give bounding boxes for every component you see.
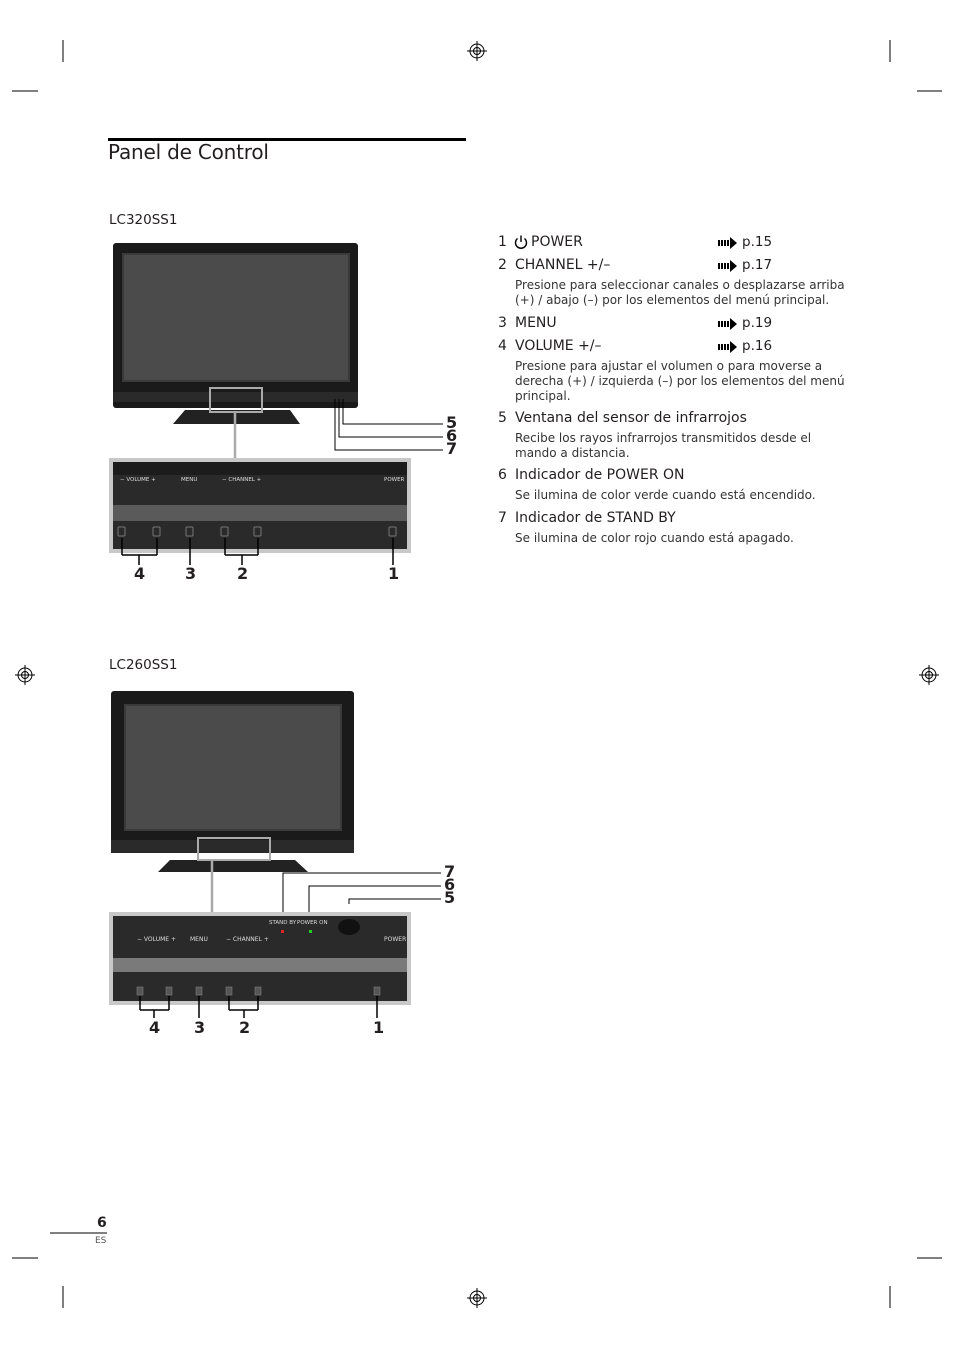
panel2-standby-label: STAND BY xyxy=(269,920,297,926)
item-6-label: Indicador de POWER ON xyxy=(515,467,685,483)
registration-mark-bottom xyxy=(467,1288,487,1308)
panel1-callout-2: 2 xyxy=(237,564,249,583)
item-4-label: VOLUME +/– xyxy=(515,338,602,354)
panel2-volume-label: − VOLUME + xyxy=(137,936,176,943)
item-5-label: Ventana del sensor de infrarrojos xyxy=(515,410,747,426)
item-1-number: 1 xyxy=(498,234,507,250)
panel1-channel-label: − CHANNEL + xyxy=(222,477,262,483)
panel2-menu-label: MENU xyxy=(190,936,208,943)
panel2-poweron-label: POWER ON xyxy=(297,920,328,926)
panel1-callout-5: 5 xyxy=(446,413,458,432)
control-panel-lc260ss1 xyxy=(109,912,411,1018)
tv-illustration-lc320ss1 xyxy=(113,243,443,458)
item-2-label: CHANNEL +/– xyxy=(515,257,611,273)
arrow-icon-p15 xyxy=(718,237,737,249)
language-code: ES xyxy=(95,1236,107,1246)
panel1-callout-6: 6 xyxy=(446,426,458,445)
panel2-callout-5: 5 xyxy=(444,888,456,907)
registration-mark-left xyxy=(15,665,35,685)
item-4-description: Presione para ajustar el volumen o para … xyxy=(515,359,845,403)
model-label-lc320ss1: LC320SS1 xyxy=(109,212,178,228)
item-4-page-ref: p.16 xyxy=(742,338,773,354)
tv-illustration-lc260ss1 xyxy=(111,691,441,918)
panel1-callout-1: 1 xyxy=(388,564,400,583)
item-3-page-ref: p.19 xyxy=(742,315,773,331)
item-1-label: POWER xyxy=(531,234,583,250)
model-label-lc260ss1: LC260SS1 xyxy=(109,657,178,673)
arrow-icon-p17 xyxy=(718,260,737,272)
item-6-number: 6 xyxy=(498,467,507,483)
item-7-label: Indicador de STAND BY xyxy=(515,510,676,526)
item-2-number: 2 xyxy=(498,257,507,273)
panel2-callout-3: 3 xyxy=(194,1018,206,1037)
item-7-description: Se ilumina de color rojo cuando está apa… xyxy=(515,531,794,545)
panel2-callout-6: 6 xyxy=(444,875,456,894)
panel1-power-label: POWER xyxy=(384,477,405,483)
item-3-label: MENU xyxy=(515,315,557,331)
panel2-callout-1: 1 xyxy=(373,1018,385,1037)
item-5-number: 5 xyxy=(498,410,507,426)
item-2-description: Presione para seleccionar canales o desp… xyxy=(515,278,845,307)
power-on-led xyxy=(309,930,312,933)
control-panel-lc320ss1 xyxy=(109,458,411,565)
panel2-callout-2: 2 xyxy=(239,1018,251,1037)
panel2-callout-7: 7 xyxy=(444,862,456,881)
panel1-menu-label: MENU xyxy=(181,477,198,483)
item-3-number: 3 xyxy=(498,315,507,331)
panel2-channel-label: − CHANNEL + xyxy=(226,936,269,943)
title-rule xyxy=(108,138,466,141)
panel1-volume-label: − VOLUME + xyxy=(120,477,156,483)
panel1-callout-3: 3 xyxy=(185,564,197,583)
page-number: 6 xyxy=(97,1215,107,1231)
item-7-number: 7 xyxy=(498,510,507,526)
standby-led xyxy=(281,930,284,933)
arrow-icon-p16 xyxy=(718,341,737,353)
panel2-callout-4: 4 xyxy=(149,1018,161,1037)
panel2-power-label: POWER xyxy=(384,936,407,943)
item-5-description: Recibe los rayos infrarrojos transmitido… xyxy=(515,431,812,460)
item-1-page-ref: p.15 xyxy=(742,234,773,250)
panel1-callout-7: 7 xyxy=(446,439,458,458)
item-4-number: 4 xyxy=(498,338,507,354)
item-2-page-ref: p.17 xyxy=(742,257,773,273)
registration-mark-right xyxy=(919,665,939,685)
power-icon xyxy=(514,235,528,249)
arrow-icon-p19 xyxy=(718,318,737,330)
ir-sensor-window xyxy=(338,919,360,935)
page-title: Panel de Control xyxy=(108,140,269,164)
panel1-callout-4: 4 xyxy=(134,564,146,583)
registration-mark-top xyxy=(467,41,487,61)
item-6-description: Se ilumina de color verde cuando está en… xyxy=(515,488,816,502)
